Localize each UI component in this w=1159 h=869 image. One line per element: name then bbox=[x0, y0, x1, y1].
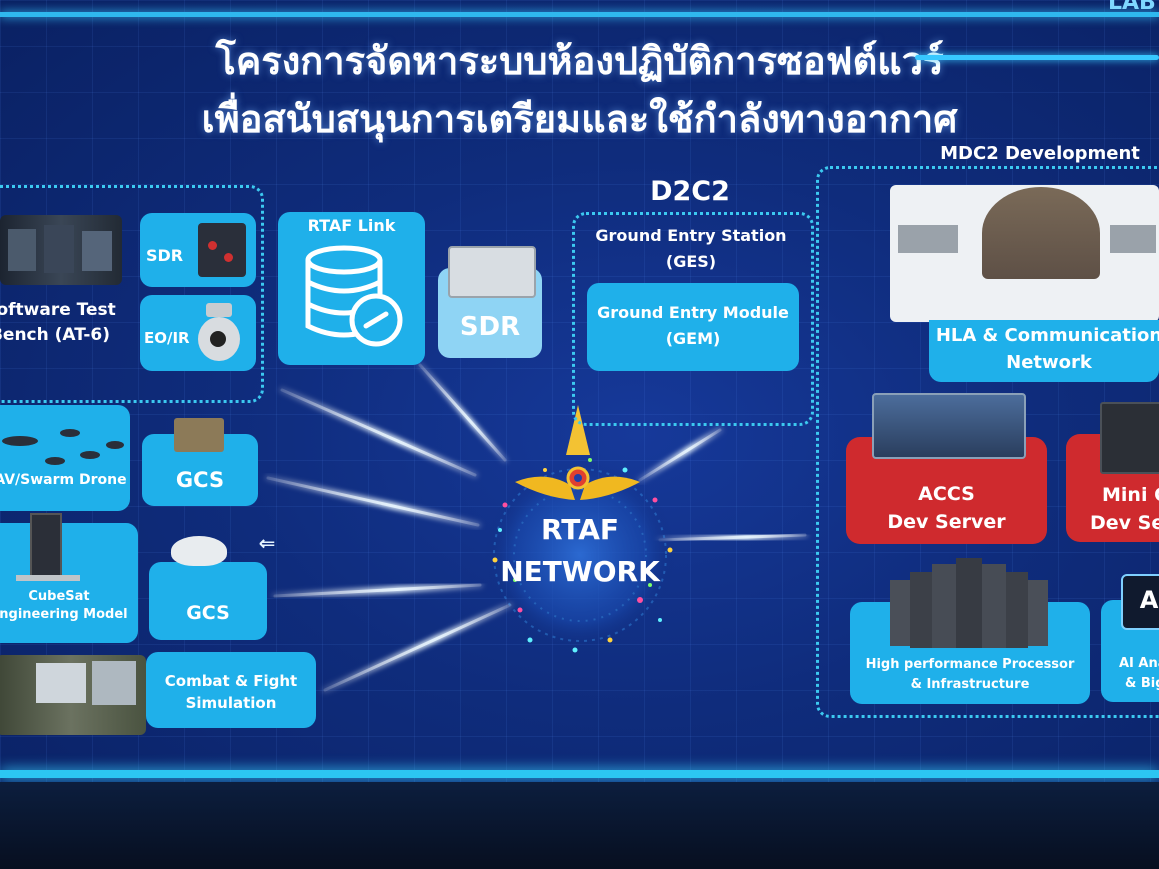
cubesat-icon bbox=[30, 513, 62, 579]
page-title-line-2: เพื่อสนับสนุนการเตรียมและใช้กำลังทางอากา… bbox=[201, 97, 958, 141]
drone-icon bbox=[2, 429, 124, 465]
sdr-label-center: SDR bbox=[459, 312, 521, 342]
sdr-card-center: SDR bbox=[438, 246, 542, 358]
software-test-bench-group bbox=[0, 185, 264, 403]
gem-card: Ground Entry Module (GEM) bbox=[587, 283, 799, 371]
mini-label-line-2: Dev Se bbox=[1090, 512, 1159, 534]
stage-floor bbox=[0, 782, 1159, 869]
gem-label-line-2: (GEM) bbox=[665, 329, 721, 348]
swarm-drone-card: UAV/Swarm Drone bbox=[0, 405, 130, 511]
combat-sim-label-line-1: Combat & Fight bbox=[164, 672, 298, 690]
eoir-camera-icon bbox=[196, 303, 242, 363]
mdc2-group bbox=[816, 166, 1159, 718]
d2c2-title: D2C2 bbox=[650, 176, 730, 207]
test-bench-photo bbox=[0, 215, 122, 285]
gcs-card-2: GCS bbox=[149, 536, 267, 640]
rtaf-link-card: RTAF Link bbox=[278, 212, 425, 365]
hpc-label-line-2: & Infrastructure bbox=[910, 677, 1030, 692]
ai-label-line-1: AI Ana bbox=[1119, 656, 1159, 671]
sdr-label-left: SDR bbox=[146, 246, 184, 265]
network-label-line-1: RTAF bbox=[540, 513, 620, 546]
ai-chip-label: A bbox=[1139, 586, 1159, 614]
ai-chip-icon: A bbox=[1121, 574, 1159, 630]
gcs-case-icon bbox=[174, 418, 224, 452]
ges-label-line-2: (GES) bbox=[665, 252, 717, 271]
d2c2-group bbox=[572, 212, 814, 426]
cubesat-card: CubeSat Engineering Model bbox=[0, 513, 138, 643]
title-accent-line bbox=[915, 55, 1159, 60]
sdr-device-icon bbox=[198, 223, 246, 277]
cubesat-label-line-2: Engineering Model bbox=[0, 607, 128, 622]
network-label-line-2: NETWORK bbox=[500, 555, 660, 588]
mini-dev-server-card: Mini C Dev Se bbox=[1066, 402, 1159, 542]
accs-label-line-2: Dev Server bbox=[887, 511, 1006, 533]
cubesat-label-line-1: CubeSat bbox=[28, 589, 90, 604]
combat-sim-card: Combat & Fight Simulation bbox=[146, 652, 316, 728]
mdc2-title: MDC2 Development bbox=[940, 143, 1140, 164]
swarm-drone-label: UAV/Swarm Drone bbox=[0, 472, 127, 488]
sdr-rack-icon bbox=[448, 246, 536, 298]
server-racks-icon bbox=[890, 558, 1050, 650]
sdr-card-left: SDR bbox=[140, 213, 256, 287]
combat-sim-photo bbox=[0, 655, 146, 735]
page-title-line-1: โครงการจัดหาระบบห้องปฏิบัติการซอฟต์แวร์ bbox=[215, 39, 944, 83]
gcs-label-1: GCS bbox=[175, 468, 225, 492]
hla-card: HLA & Communication Network bbox=[929, 320, 1159, 382]
bottom-accent-bar bbox=[0, 770, 1159, 778]
hla-label-line-2: Network bbox=[1006, 352, 1092, 373]
arrow-left-icon: ⇐ bbox=[258, 531, 276, 555]
software-test-bench-line-1: Software Test bbox=[0, 300, 116, 320]
eoir-card: EO/IR bbox=[140, 295, 256, 371]
gem-label-line-1: Ground Entry Module bbox=[597, 303, 789, 322]
accs-dev-server-card: ACCS Dev Server bbox=[846, 393, 1047, 544]
hpc-label-line-1: High performance Processor bbox=[865, 657, 1075, 672]
gcs-label-2: GCS bbox=[186, 602, 230, 624]
software-test-bench-line-2: Bench (AT-6) bbox=[0, 325, 111, 345]
control-station-icon bbox=[872, 393, 1026, 459]
satellite-dish-icon bbox=[171, 536, 227, 566]
rtaf-emblem-icon bbox=[515, 405, 640, 500]
accs-label-line-1: ACCS bbox=[918, 483, 975, 505]
hla-label-line-1: HLA & Communication bbox=[935, 325, 1159, 346]
combat-sim-label-line-2: Simulation bbox=[185, 694, 277, 712]
network-connection-diagram bbox=[264, 362, 809, 694]
ges-label-line-1: Ground Entry Station bbox=[595, 226, 787, 245]
gcs-card-1: GCS bbox=[142, 418, 258, 506]
cubesat-base bbox=[16, 575, 80, 581]
laptop-icon bbox=[1100, 402, 1159, 474]
connection-rays bbox=[264, 362, 809, 694]
mini-label-line-1: Mini C bbox=[1102, 484, 1159, 506]
hla-network-photo bbox=[890, 185, 1159, 322]
eoir-label: EO/IR bbox=[144, 329, 190, 347]
database-link-icon bbox=[305, 245, 403, 347]
ai-analytics-card: A AI Ana & Big bbox=[1101, 574, 1159, 702]
top-accent-bar bbox=[0, 12, 1159, 17]
ai-label-line-2: & Big bbox=[1125, 676, 1159, 691]
network-globe bbox=[485, 458, 675, 653]
rtaf-link-label: RTAF Link bbox=[307, 216, 396, 235]
lab-logo-text: LAB bbox=[1108, 0, 1156, 15]
